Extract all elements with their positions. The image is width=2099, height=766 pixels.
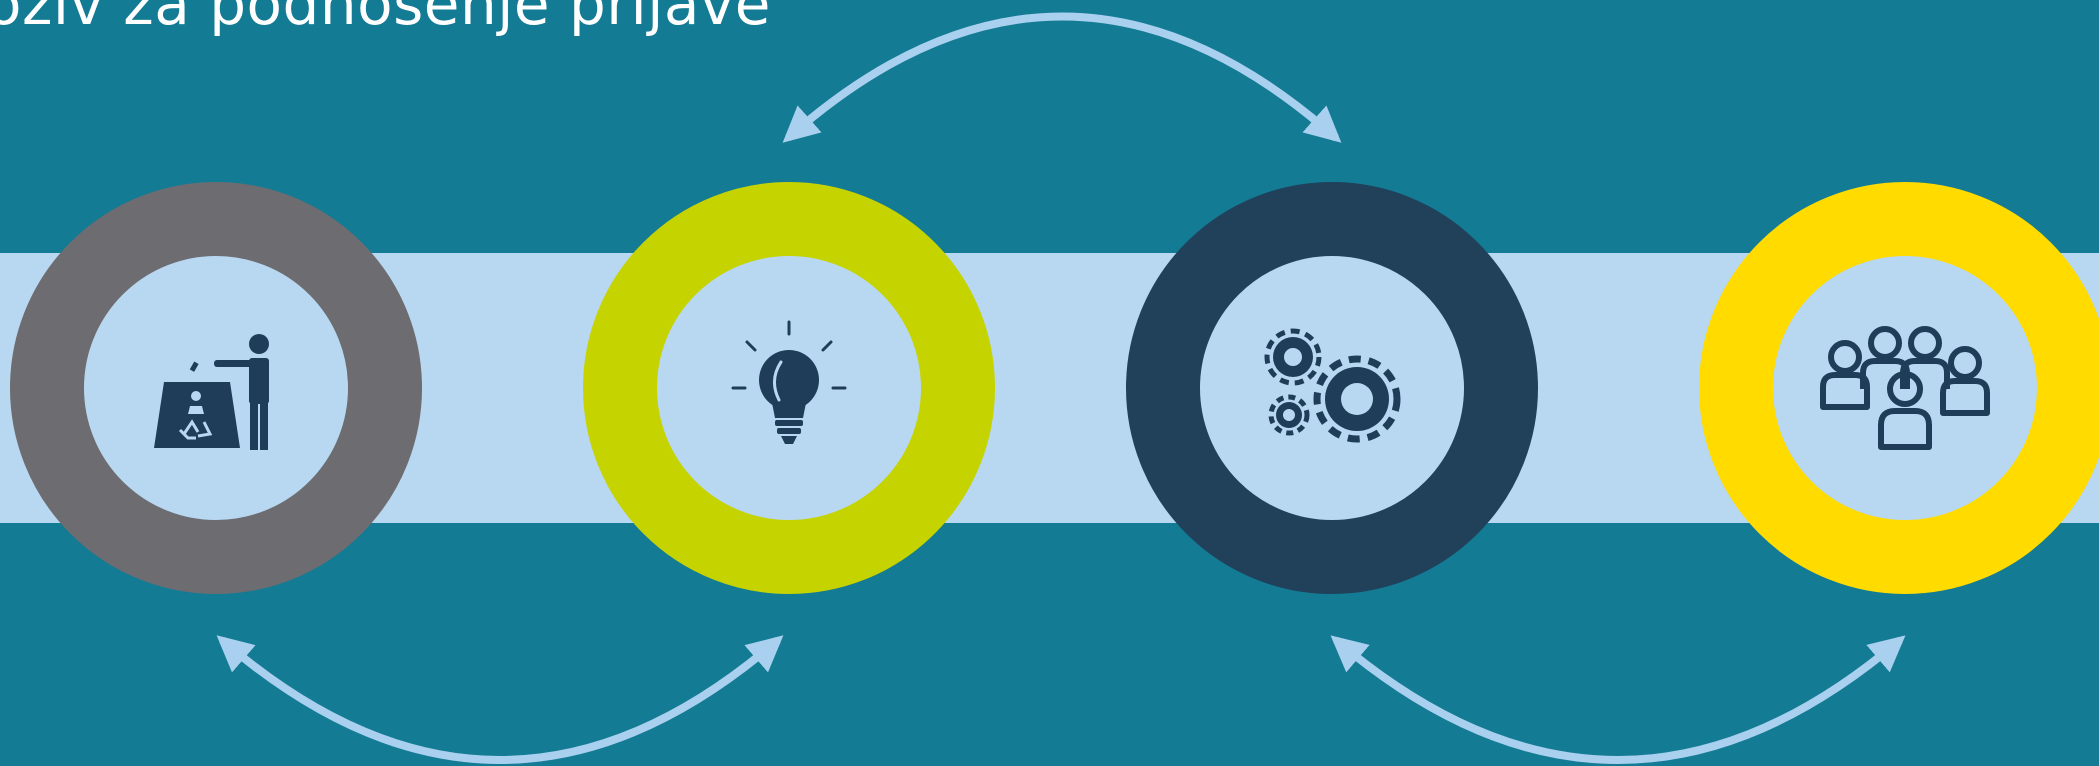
people-group-icon: [1820, 326, 1990, 450]
lightbulb-icon: [731, 320, 847, 444]
step-4-circle: [1699, 182, 2099, 594]
step-1-circle: [10, 182, 422, 594]
step-3-circle: [1126, 182, 1538, 594]
gears-icon: [1264, 328, 1401, 443]
arrow-step1-to-step2: [216, 635, 784, 764]
arrow-step3-to-step4: [1330, 635, 1906, 764]
recycle-bin-person-icon: [154, 334, 269, 450]
page-title: oziv za podnošenje prijave: [0, 0, 771, 38]
arrow-step2-to-step3: [782, 12, 1342, 143]
step-2-circle: [583, 182, 995, 594]
